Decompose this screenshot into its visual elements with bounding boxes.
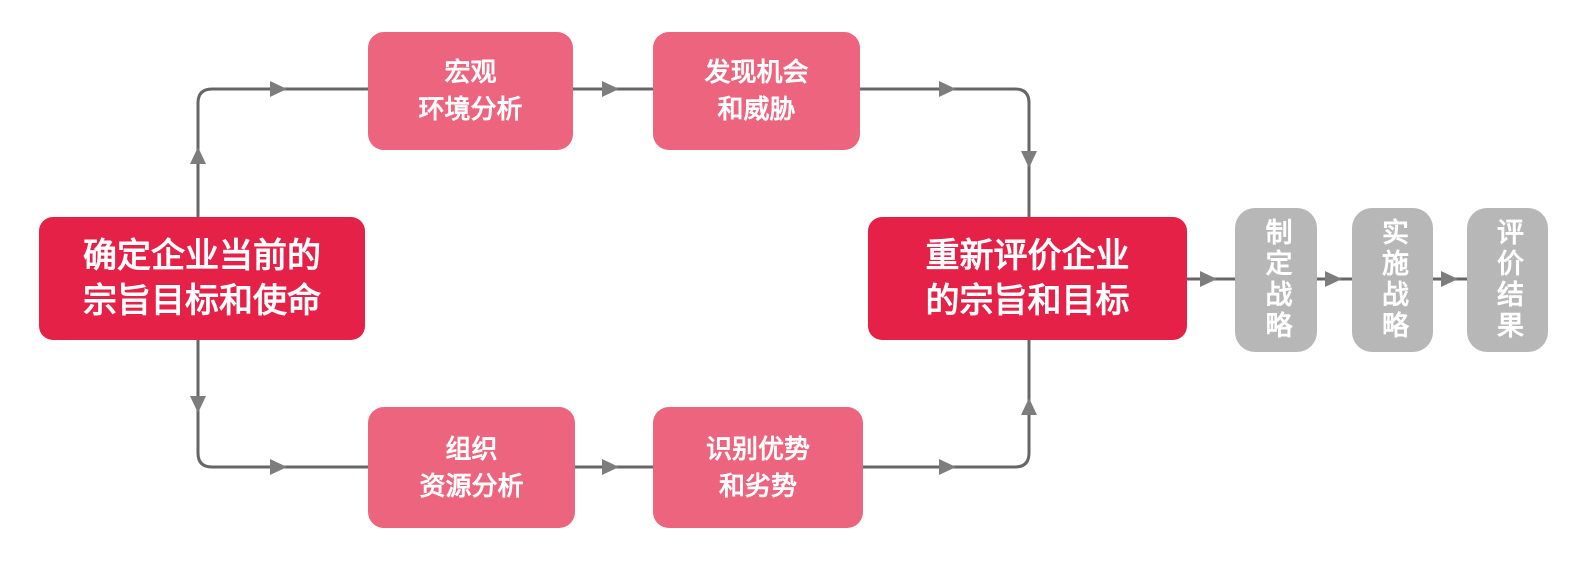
node-label: 制定战略 (1261, 218, 1292, 342)
arrow-right-icon (1325, 271, 1342, 287)
node-label: 的宗旨和目标 (925, 281, 1130, 320)
arrow-right-icon (602, 459, 619, 475)
node-label: 评价结果 (1493, 218, 1523, 342)
arrow-right-icon (270, 459, 287, 475)
arrow-right-icon (939, 81, 956, 97)
arrow-right-icon (1200, 271, 1217, 287)
arrow-down-icon (1021, 151, 1037, 168)
node-formulate-strategy: 制定战略 (1235, 208, 1317, 352)
node-evaluate-results: 评价结果 (1467, 208, 1548, 352)
node-label: 资源分析 (419, 470, 524, 501)
node-label: 识别优势 (705, 433, 810, 464)
node-org-resources: 组织 资源分析 (368, 407, 575, 528)
node-label: 宗旨目标和使命 (83, 281, 321, 320)
node-label: 重新评价企业 (925, 236, 1130, 275)
arrow-right-icon (270, 81, 287, 97)
node-opportunities-threats: 发现机会 和威胁 (653, 32, 860, 150)
arrow-right-icon (939, 459, 956, 475)
node-reevaluate-goals: 重新评价企业 的宗旨和目标 (868, 217, 1187, 340)
node-label: 组织 (445, 433, 498, 464)
node-macro-environment: 宏观 环境分析 (368, 32, 573, 150)
node-label: 和劣势 (718, 470, 797, 501)
node-implement-strategy: 实施战略 (1352, 208, 1433, 352)
node-label: 环境分析 (418, 94, 523, 124)
node-label: 发现机会 (704, 57, 809, 88)
node-strengths-weaknesses: 识别优势 和劣势 (653, 407, 863, 528)
node-label: 和威胁 (717, 94, 796, 124)
arrow-down-icon (190, 396, 206, 413)
node-label: 实施战略 (1378, 218, 1408, 342)
node-current-mission: 确定企业当前的 宗旨目标和使命 (39, 217, 365, 340)
node-label: 确定企业当前的 (83, 236, 321, 275)
arrow-up-icon (1021, 398, 1037, 415)
arrow-right-icon (602, 81, 619, 97)
node-label: 宏观 (444, 57, 497, 88)
arrow-right-icon (1441, 271, 1458, 287)
arrow-up-icon (190, 147, 206, 164)
